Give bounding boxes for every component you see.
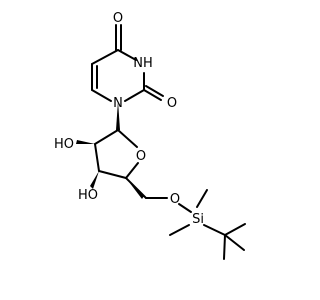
atom-ho-left: HO: [54, 137, 74, 152]
bond-c2-o-double-a: [143, 89, 162, 101]
atom-ho-bottom: HO: [78, 188, 98, 203]
wedge-c2p-oh: [76, 140, 95, 144]
molecule-structure: O NH O N O HO HO O Si: [54, 11, 246, 260]
bond-c-me1: [224, 223, 246, 236]
atom-o-right: O: [167, 96, 177, 111]
stereo-bonds: [76, 101, 144, 199]
bond-c2-o-double-b: [145, 85, 164, 97]
bond-si-me-left: [169, 224, 190, 236]
bond-o4p-c4p: [125, 162, 139, 179]
wedge-c4p-c5p: [126, 178, 144, 199]
wedge-c1p-n1: [116, 101, 120, 130]
bond-c6-n1: [91, 89, 112, 102]
wedge-c3p-oh: [90, 171, 99, 189]
bond-si-c: [203, 224, 226, 236]
atom-si: Si: [192, 212, 204, 227]
bond-si-me-top: [196, 189, 208, 208]
bond-n3-c4: [117, 49, 137, 61]
atom-labels: O NH O N O HO HO O Si: [54, 11, 204, 227]
bond-n1-c2: [124, 89, 145, 102]
atom-o-ether: O: [170, 192, 180, 207]
bond-c-me2: [224, 234, 245, 251]
bond-c2p-c1p: [94, 129, 119, 145]
bond-c-me3: [223, 234, 226, 260]
bond-c4-c5: [91, 49, 119, 65]
bond-c3p-c2p: [94, 143, 100, 172]
bonds: [91, 24, 246, 260]
bond-c4p-c3p: [98, 170, 127, 179]
atom-o-top: O: [113, 11, 123, 26]
atom-nh: NH: [133, 56, 153, 71]
bond-c1p-o4p: [117, 129, 138, 148]
atom-n1: N: [113, 96, 123, 111]
bond-o5p-si: [178, 203, 192, 213]
atom-o-ring: O: [136, 149, 146, 164]
